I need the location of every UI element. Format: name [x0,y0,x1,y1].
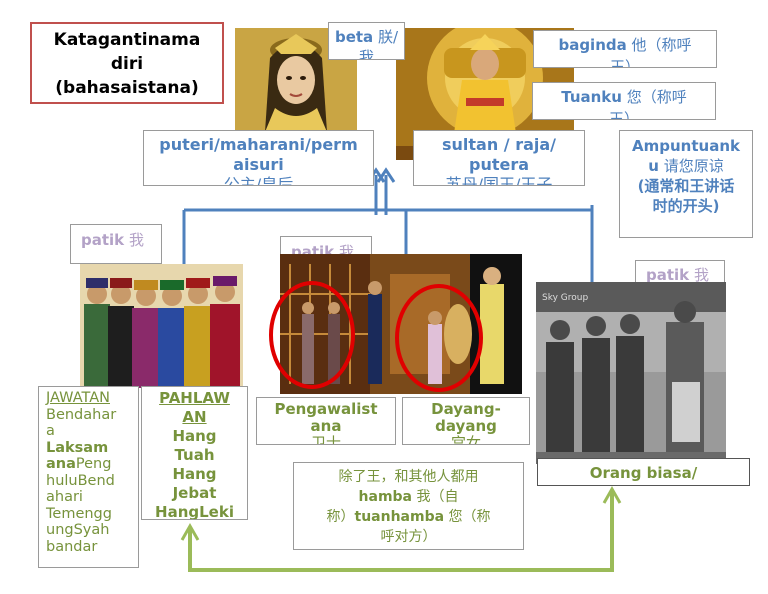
svg-text:Sky Group: Sky Group [542,293,588,303]
patik-right-zh: 我 [693,266,709,284]
baginda-term: baginda [558,36,627,54]
hamba-line-4: 呼对方） [380,529,437,545]
green-arrow-head-right [602,485,622,504]
sultan-line-3: 苏丹/国王/王子 [445,175,553,186]
hamba-term: hamba [358,489,413,505]
puteri-line-1: puteri/maharani/perm [159,135,358,154]
pahlawan-header-1: PAHLAW [159,389,230,407]
baginda-zh-2: 王） [609,58,640,68]
hamba-note-box: 除了王，和其他人都用 hamba 我（自 称）tuanhamba 您（称 呼对方… [293,462,524,550]
ampuntuanku-zh: 请您原谅 [663,157,724,175]
jawatan-item-7: ungSyah [46,522,110,538]
princess-illustration [235,28,357,132]
title-line-1: Katagantinama [53,30,201,50]
beta-zh: 朕/ [377,28,399,46]
princess-image [235,28,357,132]
sultan-box: sultan / raja/ putera 苏丹/国王/王子 [413,130,585,186]
beta-box: beta 朕/ 我 [328,22,405,60]
beta-zh-2: 我 [358,48,374,60]
ampuntuanku-note-1: (通常和王讲话 [637,177,735,195]
sultan-line-1: sultan / raja/ [441,135,557,154]
jawatan-item-1: a [46,423,55,439]
jawatan-header: JAWATAN [46,390,110,406]
jawatan-box: JAWATAN Bendahar a Laksam anaPeng huluBe… [38,386,139,568]
green-arrow-head-left [180,522,200,541]
ampuntuanku-line-1: Ampuntuank [632,137,740,155]
ampuntuanku-box: Ampuntuank u 请您原谅 (通常和王讲话 时的开头) [619,130,753,238]
pahlawan-box: PAHLAW AN Hang Tuah Hang Jebat HangLeki [141,386,248,520]
pahlawan-name-1: Tuah [174,446,215,464]
jawatan-item-5: ahari [46,489,83,505]
green-connector [188,490,614,572]
warriors-image [80,264,243,388]
patik-right-term: patik [646,266,690,284]
hamba-line-3a: 称） [326,509,355,525]
patik-left-term: patik [81,231,125,249]
pahlawan-header-2: AN [182,408,207,426]
guard-highlight-circle [269,281,355,389]
pahlawan-name-4: HangLeki [155,503,234,520]
patik-left-box: patik 我 [70,224,162,264]
ampuntuanku-line-2: u [648,157,659,175]
jawatan-item-6: Temengg [46,505,112,522]
dayang-line-1: Dayang- [431,400,501,418]
pengawal-line-2: ana [310,417,342,435]
tuanku-term: Tuanku [561,88,622,106]
title-line-2: diri [110,54,144,74]
puteri-line-2: aisuri [233,155,284,174]
pengawal-box: Pengawalist ana 卫士 [256,397,396,445]
hamba-line-1: 除了王，和其他人都用 [338,469,479,485]
puteri-box: puteri/maharani/perm aisuri 公主/皇后 [143,130,374,186]
orang-biasa-text: Orang biasa/ [589,464,698,482]
jawatan-item-4: huluBend [46,472,115,489]
arrow-up-head-b [376,167,396,183]
dayang-line-3: 宫女 [450,434,481,445]
pahlawan-name-3: Jebat [172,484,217,502]
warriors-illustration [80,264,243,388]
title-box: Katagantinama diri (bahasaistana) [30,22,224,104]
common-people-image: Sky Group [536,282,726,464]
beta-term: beta [334,28,374,46]
sultan-line-2: putera [468,155,530,174]
jawatan-item-8: bandar [46,538,98,555]
maid-highlight-circle [395,284,483,392]
tuanhamba-term: tuanhamba [354,509,445,525]
pengawal-line-1: Pengawalist [274,400,378,418]
common-people-photo: Sky Group [536,282,726,464]
pahlawan-name-0: Hang [172,427,217,445]
tuanku-zh: 您（称呼 [626,88,687,106]
tuanhamba-zh: 您（称 [448,509,491,525]
puteri-line-3: 公主/皇后 [223,175,294,186]
hamba-zh: 我（自 [416,489,459,505]
jawatan-item-0: Bendahar [46,406,117,423]
dayang-box: Dayang- dayang 宫女 [402,397,530,445]
baginda-zh: 他（称呼 [631,36,692,54]
dayang-line-2: dayang [435,417,497,435]
tuanku-box: Tuanku 您（称呼 王） [532,82,716,120]
patik-left-zh: 我 [128,231,144,249]
pengawal-line-3: 卫士 [310,434,341,445]
jawatan-item-2: Laksam [46,439,109,456]
jawatan-item-3: anaPeng [46,456,112,472]
pahlawan-name-2: Hang [172,465,217,483]
tuanku-zh-2: 王） [608,110,639,120]
ampuntuanku-note-2: 时的开头) [652,197,720,215]
orang-biasa-box: Orang biasa/ [537,458,750,486]
title-line-3: (bahasaistana) [55,78,199,98]
baginda-box: baginda 他（称呼 王） [533,30,717,68]
